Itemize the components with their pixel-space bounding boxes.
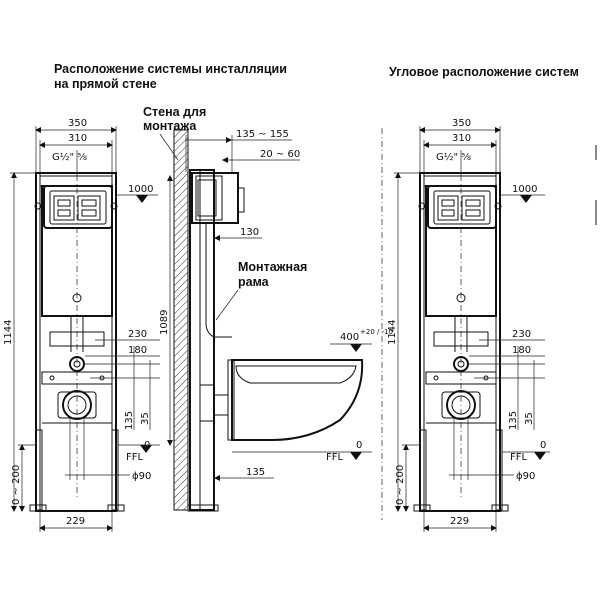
dim-phi90: ϕ90 (132, 471, 151, 482)
pipe-thread-corner: G½" ⅝ (436, 151, 471, 163)
dim-1000-corner: 1000 (512, 184, 537, 195)
dim-180-corner: 180 (512, 345, 531, 356)
dim-310-corner: 310 (452, 133, 471, 144)
dim-1144: 1144 (3, 320, 14, 345)
front-view-corner: 350 310 G½" ⅝ 1144 0 ~ 200 1000 230 180 … (387, 118, 597, 532)
flush-panel (43, 185, 113, 229)
ffl-label-corner: FFL (510, 452, 528, 463)
title-straight-wall-line1: Расположение системы инсталляции (54, 62, 287, 76)
dim-350-corner: 350 (452, 118, 471, 129)
front-view-straight: 350 310 G½" ⅝ 1144 0 ~ 200 1000 230 180 … (3, 118, 160, 532)
dim-1144-corner: 1144 (387, 320, 398, 345)
ffl-label: FFL (326, 452, 344, 463)
dim-foot-135: 135 (246, 467, 265, 478)
callout-wall-line1: Стена для (143, 105, 207, 119)
title-corner: Угловое расположение систем (389, 65, 579, 79)
dim-229-corner: 229 (450, 516, 469, 527)
frame-outline (35, 172, 117, 512)
dim-35: 35 (140, 412, 151, 425)
dim-180: 180 (128, 345, 147, 356)
ffl-zero-corner: 0 (540, 440, 546, 451)
dim-229: 229 (66, 516, 85, 527)
dim-20-60: 20 ~ 60 (260, 149, 300, 160)
dim-350: 350 (68, 118, 87, 129)
dim-1089: 1089 (159, 310, 170, 335)
dim-400: 400 (340, 332, 359, 343)
dim-35-corner: 35 (524, 412, 535, 425)
callout-wall-line2: монтажа (143, 119, 197, 133)
side-frame (189, 169, 215, 511)
title-straight-wall-line2: на прямой стене (54, 77, 157, 91)
dim-1000: 1000 (128, 184, 153, 195)
pipe-thread: G½" ⅝ (52, 151, 87, 163)
dim-230: 230 (128, 329, 147, 340)
mounting-wall (173, 129, 189, 511)
dim-230-corner: 230 (512, 329, 531, 340)
dim-135-corner: 135 (508, 411, 519, 430)
callout-frame-line1: Монтажная (238, 260, 308, 274)
ffl-label-left: FFL (126, 452, 144, 463)
ffl-zero: 0 (356, 440, 362, 451)
dim-130: 130 (240, 227, 259, 238)
dim-phi90-corner: ϕ90 (516, 471, 535, 482)
dim-135-155: 135 ~ 155 (236, 129, 289, 140)
dim-leg-range: 0 ~ 200 (11, 465, 22, 505)
side-view: 135 ~ 155 20 ~ 60 130 1089 400 +20 / -10… (159, 129, 393, 512)
dim-400-tolerance: +20 / -10 (360, 328, 393, 336)
dim-135: 135 (124, 411, 135, 430)
toilet-bowl (231, 359, 364, 441)
dim-310: 310 (68, 133, 87, 144)
dim-leg-range-corner: 0 ~ 200 (395, 465, 406, 505)
callout-frame-line2: рама (238, 275, 269, 289)
